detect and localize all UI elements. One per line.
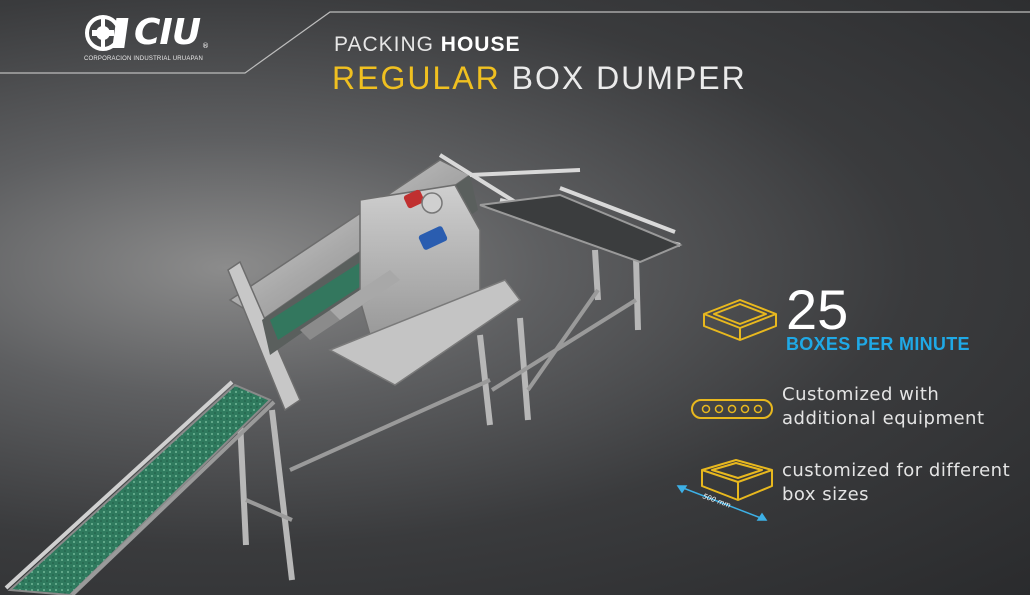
outfeed-platform <box>479 193 683 264</box>
title-accent: REGULAR <box>332 60 501 96</box>
registered-mark: ® <box>202 42 209 50</box>
title-rest: BOX DUMPER <box>500 60 747 96</box>
sizes-line2: box sizes <box>782 484 870 505</box>
page-title: REGULAR BOX DUMPER <box>332 60 747 97</box>
sizes-text: customized for different box sizes <box>782 459 1010 507</box>
throughput-caption: BOXES PER MINUTE <box>786 334 970 354</box>
kicker-bold: HOUSE <box>440 33 521 56</box>
conveyor-rollers-icon <box>691 399 773 419</box>
brand-name: CIU <box>134 12 201 53</box>
open-box-icon <box>703 299 777 341</box>
throughput-value: 25 <box>786 278 849 341</box>
sizes-line1: customized for different <box>782 460 1011 481</box>
header-frame-line <box>0 11 1030 74</box>
box-dumper-illustration <box>4 153 683 595</box>
ciu-logo: CIU ® CORPORACION INDUSTRIAL URUAPAN <box>84 12 244 70</box>
page-kicker: PACKING HOUSE <box>334 33 520 57</box>
kicker-prefix: PACKING <box>334 33 441 56</box>
incline-conveyor-belt <box>7 383 272 595</box>
equipment-text: Customized with additional equipment <box>782 383 985 431</box>
ciu-emblem-icon <box>85 15 129 51</box>
brand-subtitle: CORPORACION INDUSTRIAL URUAPAN <box>84 56 204 62</box>
support-legs <box>237 249 641 581</box>
box-dimension-icon <box>676 459 773 521</box>
equipment-line2: additional equipment <box>782 408 985 429</box>
equipment-line1: Customized with <box>782 384 940 405</box>
